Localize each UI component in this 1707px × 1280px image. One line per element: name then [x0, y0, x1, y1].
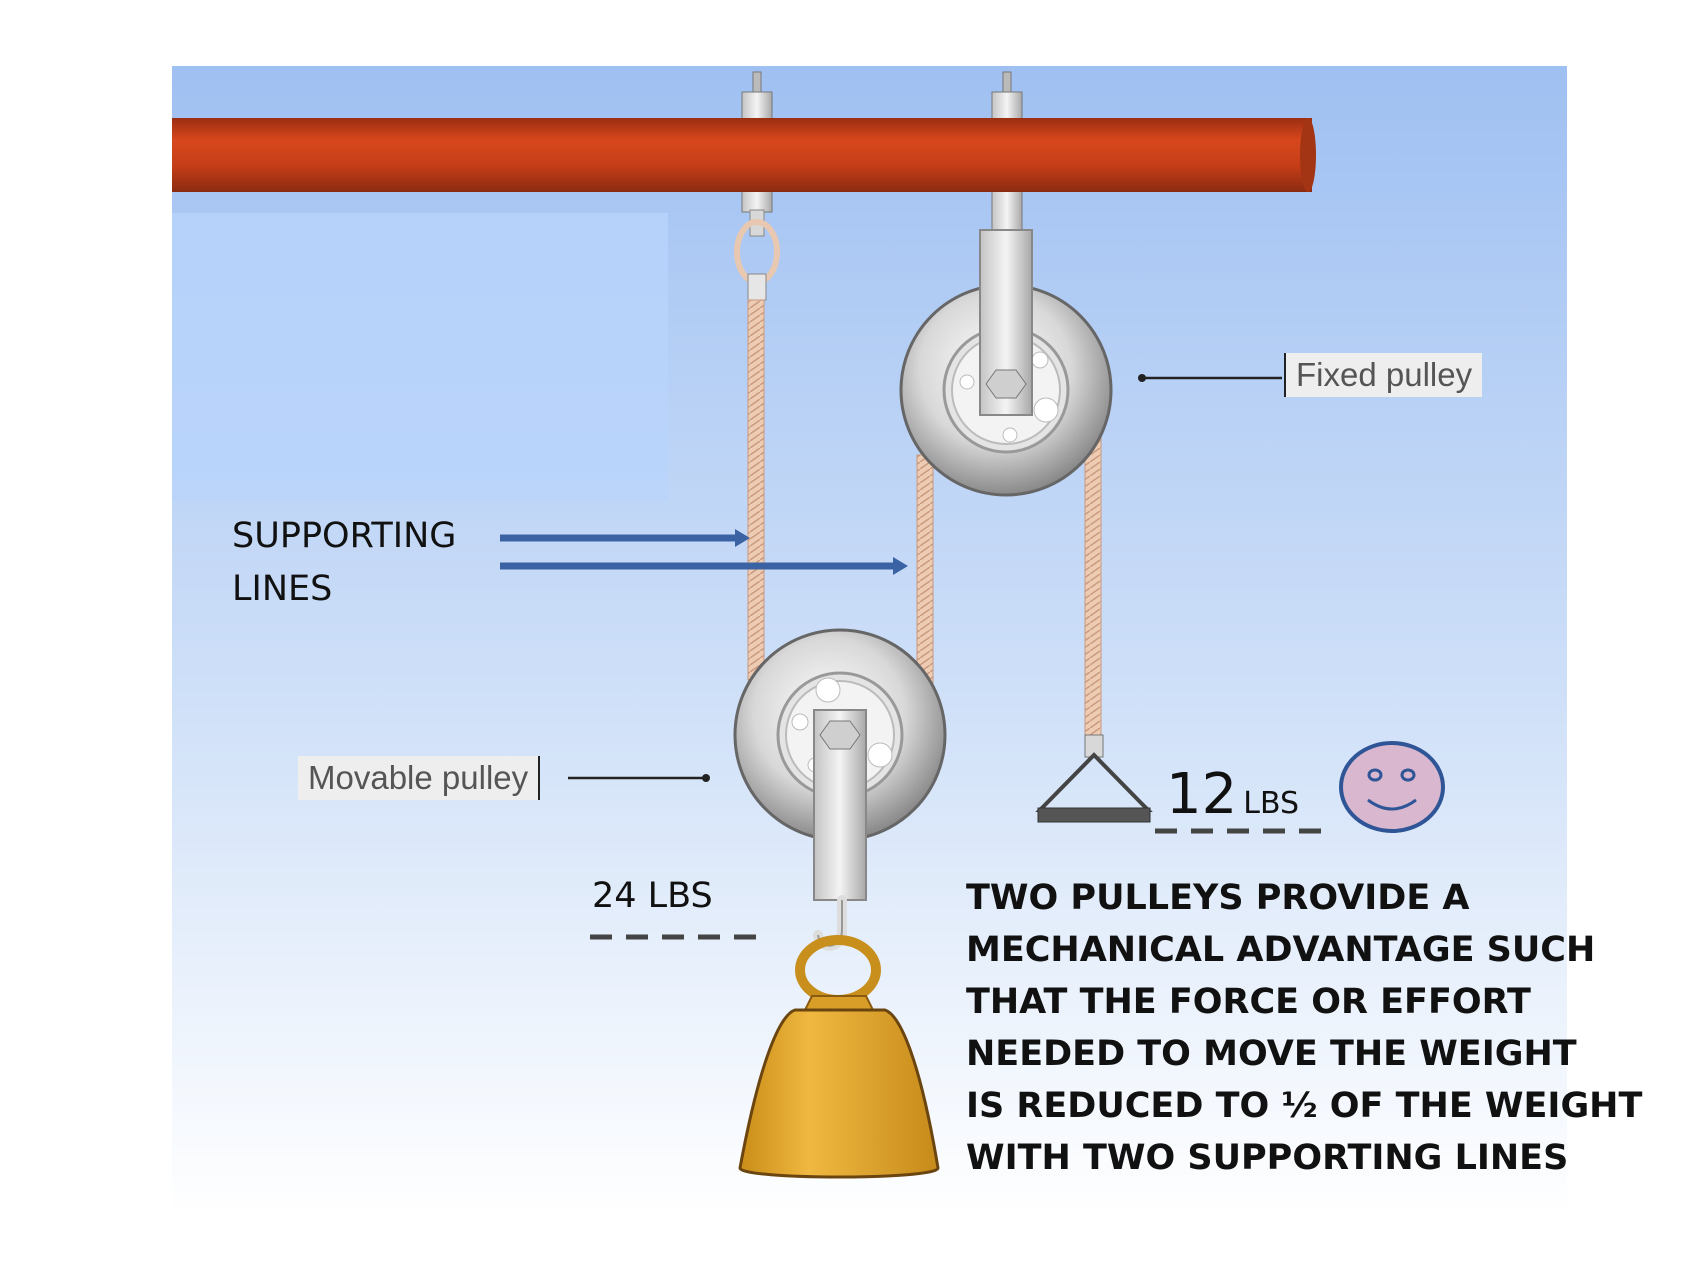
- ceiling-beam: [172, 118, 1312, 192]
- effort-handle: [1035, 734, 1153, 823]
- anchor-fixed: [991, 71, 1023, 231]
- fixed-pulley-label: Fixed pulley: [1284, 353, 1483, 397]
- arrow-to-right-line: [500, 557, 908, 575]
- caption-line: WITH TWO SUPPORTING LINES: [966, 1138, 1569, 1178]
- weight-24-lbs: [738, 895, 940, 1179]
- arrow-to-left-line: [500, 529, 750, 547]
- caption-line: MECHANICAL ADVANTAGE SUCH: [966, 930, 1596, 970]
- rope-left-support: [747, 299, 765, 681]
- explanation-caption: TWO PULLEYS PROVIDE A MECHANICAL ADVANTA…: [966, 872, 1642, 1184]
- rope-right-support: [916, 454, 934, 686]
- smiley-face-icon: [1339, 741, 1445, 833]
- fixed-pulley: [899, 229, 1113, 497]
- caption-line: IS REDUCED TO ½ OF THE WEIGHT: [966, 1086, 1643, 1126]
- supporting-lines-label: SUPPORTING LINES: [232, 510, 456, 616]
- anchor-eyebolt: [734, 71, 780, 301]
- supporting-label-line1: SUPPORTING: [232, 516, 457, 556]
- caption-line: THAT THE FORCE OR EFFORT: [966, 982, 1531, 1022]
- movable-pulley: [733, 628, 947, 901]
- movable-pulley-label: Movable pulley: [298, 756, 541, 800]
- movable-pulley-leader: [568, 774, 710, 782]
- caption-line: TWO PULLEYS PROVIDE A: [966, 878, 1470, 918]
- effort-number: 12: [1166, 762, 1238, 827]
- supporting-label-line2: LINES: [232, 569, 333, 609]
- weight-value-label: 24 LBS: [592, 876, 713, 916]
- fixed-pulley-leader: [1138, 374, 1282, 382]
- caption-line: NEEDED TO MOVE THE WEIGHT: [966, 1034, 1577, 1074]
- label-panel: [172, 213, 668, 501]
- effort-unit: LBS: [1243, 786, 1300, 821]
